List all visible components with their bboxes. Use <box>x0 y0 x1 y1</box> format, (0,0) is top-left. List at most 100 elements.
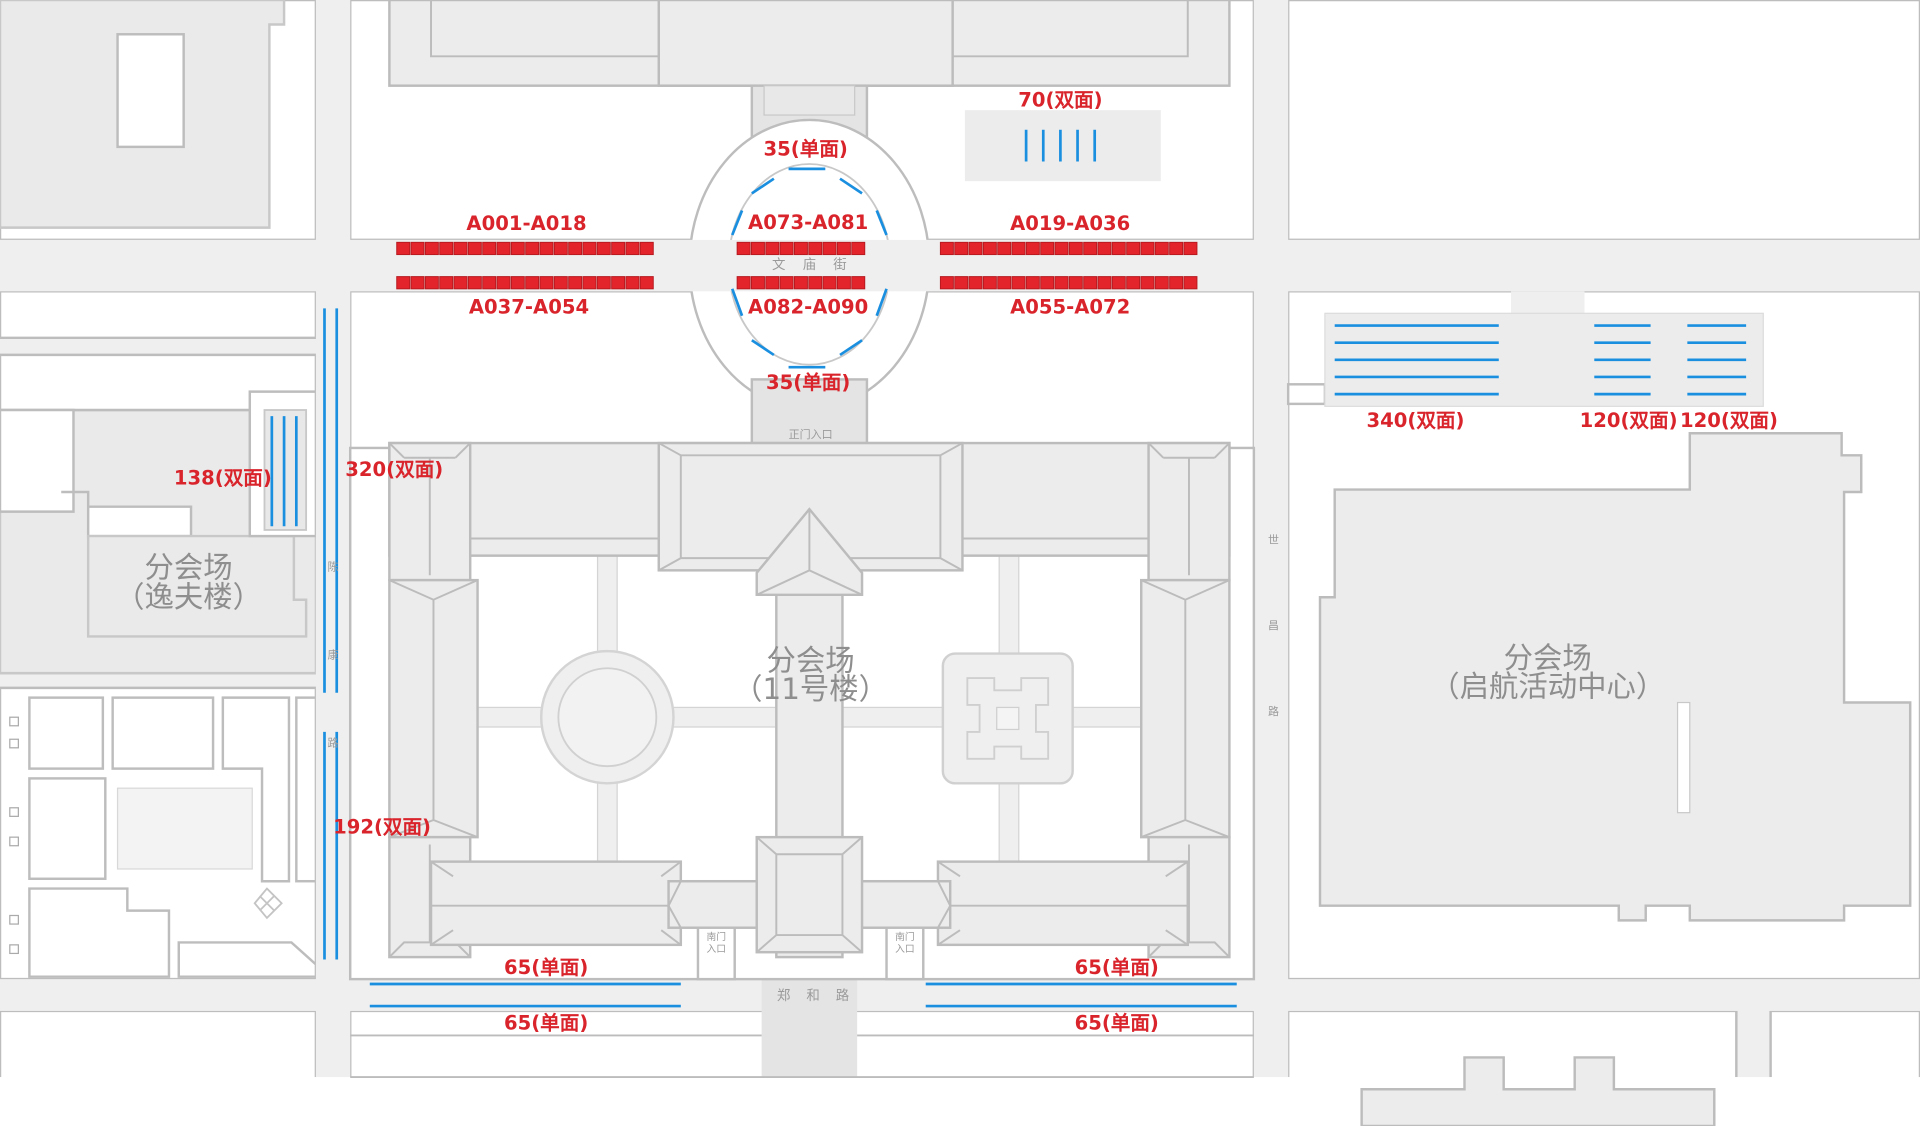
stall-booth <box>639 276 654 290</box>
stall-booth <box>939 276 954 290</box>
board-label-65-right-2: 65(单面) <box>1075 1011 1159 1034</box>
stall-booth <box>1097 276 1112 290</box>
stall-booth <box>765 276 780 290</box>
stall-booth <box>1111 276 1126 290</box>
stall-booth <box>851 241 866 256</box>
stall-booth <box>625 241 640 256</box>
board-label-35-top: 35(单面) <box>764 137 848 160</box>
stall-booth <box>611 241 626 256</box>
stall-booth <box>396 241 411 256</box>
entrance-south-left-1: 南门 <box>707 930 727 943</box>
venue-qihang-name: 分会场 <box>1504 641 1592 675</box>
stall-booth <box>982 241 997 256</box>
stall-booth <box>939 241 954 256</box>
stall-booth <box>736 276 751 290</box>
stall-booth <box>750 241 765 256</box>
street-east-2: 昌 <box>1268 619 1279 632</box>
board-label-340: 340(双面) <box>1367 409 1465 432</box>
board-label-192: 192(双面) <box>333 815 431 838</box>
venue-yifu-sub: （逸夫楼） <box>115 580 262 614</box>
stall-booth <box>582 241 597 256</box>
venue-qihang-sub: （启航活动中心） <box>1430 669 1665 703</box>
stall-booth <box>997 241 1012 256</box>
stall-booth <box>822 276 837 290</box>
stall-booth <box>836 276 851 290</box>
labels: A001-A018 A019-A036 A037-A054 A055-A072 … <box>115 88 1778 1034</box>
stall-row-a001 <box>396 241 654 256</box>
stall-booth <box>1040 241 1055 256</box>
board-label-65-left-1: 65(单面) <box>504 956 588 979</box>
sw-buildings <box>9 696 318 978</box>
board-label-138: 138(双面) <box>174 467 272 490</box>
stall-label-a082: A082-A090 <box>748 295 868 318</box>
stall-booth <box>1068 276 1083 290</box>
stall-booth <box>510 276 525 290</box>
stall-booth <box>596 241 611 256</box>
stall-row-a019 <box>939 241 1198 256</box>
stall-booth <box>439 276 454 290</box>
stall-booth <box>525 276 540 290</box>
stall-booth <box>793 241 808 256</box>
stall-booth <box>596 276 611 290</box>
stall-booth <box>851 276 866 290</box>
stall-row-a073 <box>736 241 866 256</box>
stall-booth <box>968 276 983 290</box>
stall-booth <box>510 241 525 256</box>
stall-rows <box>396 241 1198 290</box>
board-label-65-right-1: 65(单面) <box>1075 956 1159 979</box>
board-label-35-bottom: 35(单面) <box>766 371 850 394</box>
stall-booth <box>750 276 765 290</box>
stall-booth <box>1097 241 1112 256</box>
stall-booth <box>997 276 1012 290</box>
pavilion-icon <box>253 887 283 920</box>
stall-booth <box>822 241 837 256</box>
stall-label-a037: A037-A054 <box>469 295 589 318</box>
stall-booth <box>525 241 540 256</box>
street-zhenghe-3: 路 <box>836 988 850 1004</box>
stall-booth <box>1083 276 1098 290</box>
stall-booth <box>779 276 794 290</box>
venue-11-sub: （11号楼） <box>733 672 888 706</box>
stall-booth <box>1169 276 1184 290</box>
stall-booth <box>410 241 425 256</box>
street-wenmiao-3: 街 <box>833 257 846 273</box>
stall-booth <box>439 241 454 256</box>
stall-booth <box>1154 241 1169 256</box>
stall-booth <box>496 276 511 290</box>
display-boards <box>270 110 1747 1008</box>
building-11 <box>348 441 1256 981</box>
stall-booth <box>1083 241 1098 256</box>
board-label-70: 70(双面) <box>1018 88 1102 111</box>
entrance-main: 正门入口 <box>789 427 833 441</box>
stall-label-a073: A073-A081 <box>748 211 868 234</box>
stall-label-a019: A019-A036 <box>1010 212 1130 235</box>
stall-booth <box>424 241 439 256</box>
stall-booth <box>1183 276 1198 290</box>
stall-booth <box>1011 276 1026 290</box>
north-building <box>388 0 1231 87</box>
stall-booth <box>968 241 983 256</box>
stall-booth <box>553 241 568 256</box>
stall-booth <box>539 241 554 256</box>
stall-booth <box>736 241 751 256</box>
stall-booth <box>1068 241 1083 256</box>
stall-booth <box>625 276 640 290</box>
stall-row-a055 <box>939 276 1198 290</box>
stall-booth <box>1126 276 1141 290</box>
board-label-120a: 120(双面) <box>1580 409 1678 432</box>
street-wenmiao-2: 庙 <box>803 257 816 273</box>
stall-booth <box>453 241 468 256</box>
board-label-65-left-2: 65(单面) <box>504 1011 588 1034</box>
stall-booth <box>410 276 425 290</box>
stall-booth <box>808 241 823 256</box>
se-building <box>1360 1056 1716 1126</box>
stall-booth <box>982 276 997 290</box>
street-east-1: 世 <box>1268 533 1279 546</box>
stall-booth <box>765 241 780 256</box>
street-zhenghe-2: 和 <box>806 988 819 1004</box>
stall-booth <box>396 276 411 290</box>
stall-booth <box>1111 241 1126 256</box>
stall-booth <box>568 241 583 256</box>
street-west-1: 陈 <box>328 559 339 573</box>
